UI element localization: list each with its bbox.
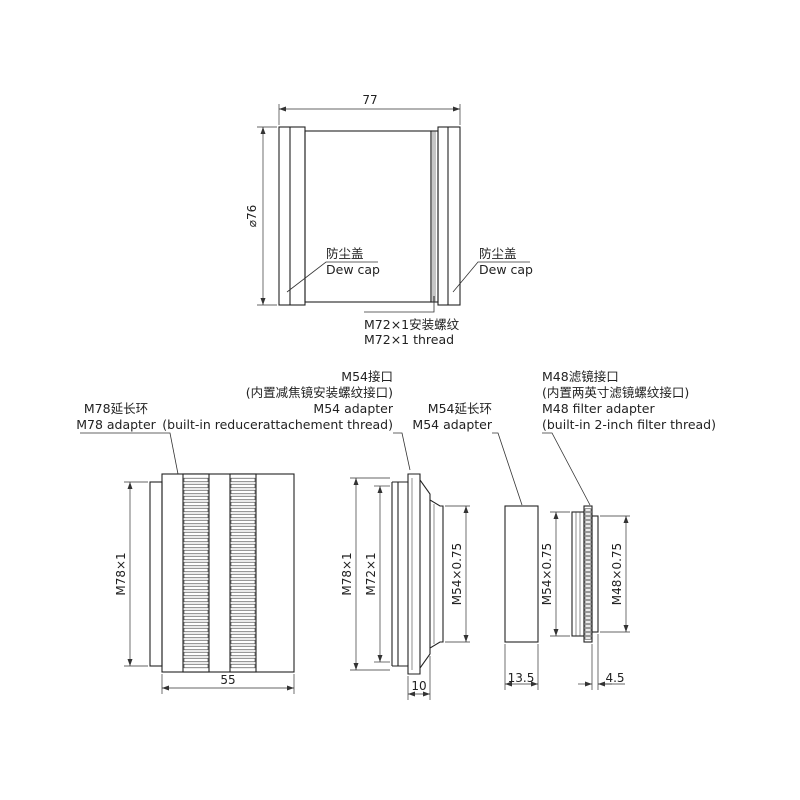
knurl-ring-2 [230,477,256,669]
thread-label-en: M72×1 thread [364,332,454,347]
left-cap-label-en: Dew cap [326,262,380,277]
m54-reducer-width-dimension: 10 [411,679,426,693]
m48-label-zh2: (内置两英寸滤镜螺纹接口) [542,385,689,400]
m78-width-dimension: 55 [220,673,235,687]
m78-vertical-dimension: M78×1 [114,552,128,595]
width-dimension: 77 [362,93,377,107]
left-dew-cap [278,126,306,306]
m48-label-en2: (built-in 2-inch filter thread) [542,417,716,432]
assembly-drawing: 77 ⌀76 防尘盖 Dew cap 防尘盖 Dew cap M72×1安装螺纹… [245,93,533,347]
diameter-dimension: ⌀76 [245,205,259,228]
m48-dim-m48: M48×0.75 [610,543,624,605]
m54-reducer-label-zh2: (内置减焦镜安装螺纹接口) [246,385,393,400]
m54-reducer-dim-m54: M54×0.75 [450,543,464,605]
m48-dim-m54: M54×0.75 [540,543,554,605]
m54-reducer-dim-m72: M72×1 [364,552,378,595]
right-cap-label-en: Dew cap [479,262,533,277]
m54-ext-width-dimension: 13.5 [508,671,535,685]
m78-label-zh: M78延长环 [84,401,148,416]
thread-section [430,130,439,303]
m54-reducer-dim-m78: M78×1 [340,552,354,595]
knurl-ring-3 [584,508,592,640]
knurl-ring-1 [183,477,209,669]
m54-extension-drawing: 13.5 [504,505,539,690]
m54-reducer-adapter-drawing: M78×1 M72×1 M54×0.75 10 [340,473,470,700]
left-cap-label-zh: 防尘盖 [326,246,364,261]
m48-filter-adapter-drawing: M54×0.75 M48×0.75 4.5 [540,505,630,690]
m48-label-zh: M48滤镜接口 [542,369,619,384]
m48-width-dimension: 4.5 [605,671,624,685]
right-cap-label-zh: 防尘盖 [479,246,517,261]
m54-reducer-label-en2: (built-in reducerattachement thread) [162,417,393,432]
right-dew-cap [437,126,461,306]
m54-ext-label-en: M54 adapter [412,417,492,432]
m54-reducer-label-zh: M54接口 [341,369,393,384]
m48-label-en: M48 filter adapter [542,401,655,416]
m78-label-en: M78 adapter [76,417,156,432]
part-labels: M78延长环 M78 adapter M54接口 (内置减焦镜安装螺纹接口) M… [76,369,716,506]
m54-reducer-label-en: M54 adapter [313,401,393,416]
thread-label-zh: M72×1安装螺纹 [364,317,460,332]
m54-ext-label-zh: M54延长环 [428,401,492,416]
m78-adapter-drawing: M78×1 55 [114,473,295,694]
